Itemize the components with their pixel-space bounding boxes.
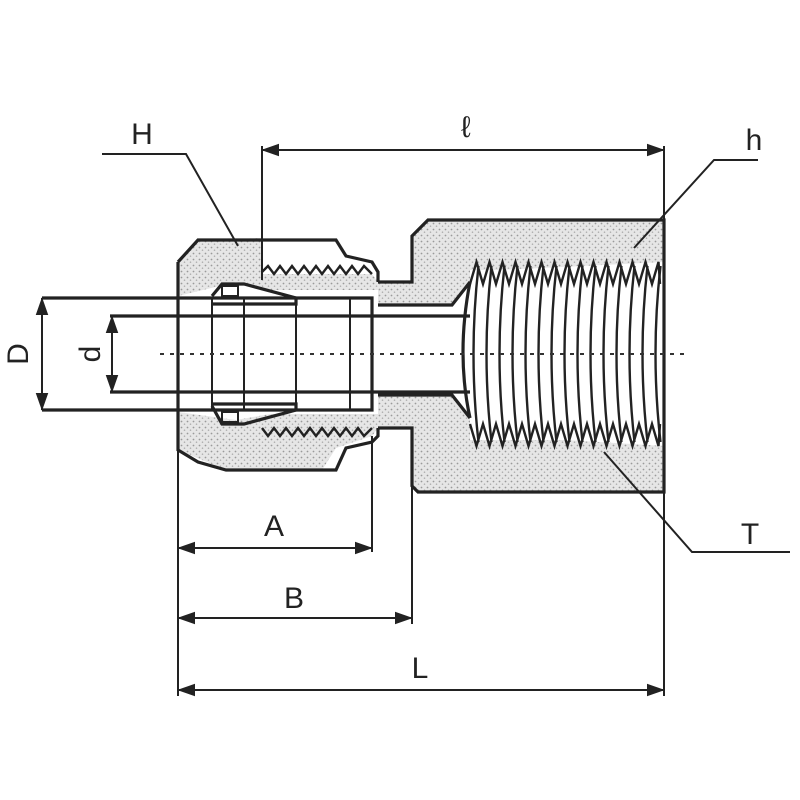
label-A: A	[264, 510, 284, 543]
dimension-A: A	[177, 436, 373, 696]
thread-crest-bottom	[468, 419, 662, 451]
body-upper-section	[378, 220, 664, 305]
thread-flank-1	[485, 265, 493, 443]
tube-inner-bore	[110, 314, 470, 394]
adapter-body	[378, 218, 666, 494]
body-bore	[378, 281, 472, 419]
ferrule-top-ring	[221, 285, 239, 297]
label-L: L	[412, 652, 429, 685]
ferrule-bottom	[210, 402, 298, 426]
dimension-d: d	[74, 315, 119, 393]
body-lower-section	[378, 395, 664, 492]
dimension-l: ℓ	[261, 111, 665, 280]
label-T: T	[741, 518, 759, 551]
dimension-L: L	[177, 492, 665, 697]
label-l: ℓ	[461, 111, 471, 144]
nut	[176, 238, 380, 472]
T-leader-line	[603, 451, 790, 553]
thread-flank-8	[576, 265, 584, 443]
nut-outline	[176, 238, 380, 472]
nut-lower-section	[178, 412, 378, 470]
label-h: h	[746, 124, 763, 157]
thread-flank-12	[628, 265, 636, 443]
ferrule-bottom-ring	[221, 411, 239, 423]
nut-upper-section	[178, 238, 378, 296]
nut-thread-top	[261, 264, 373, 276]
thread-crest-top	[468, 257, 662, 289]
label-H: H	[131, 118, 153, 151]
dimension-B: B	[177, 428, 413, 625]
thread-flank-5	[537, 265, 545, 443]
dimension-D: D	[2, 297, 49, 411]
H-leader-line	[102, 153, 239, 247]
label-D: D	[2, 343, 35, 365]
ferrule	[210, 282, 298, 426]
leader-H: H	[102, 118, 239, 247]
leader-h: h	[633, 124, 763, 249]
thread-flank-2	[498, 265, 506, 443]
leader-T: T	[603, 451, 790, 553]
thread-flank-14	[654, 265, 662, 443]
thread-flank-4	[524, 265, 532, 443]
h-leader-line	[633, 159, 758, 249]
thread-flank-7	[563, 265, 571, 443]
label-B: B	[284, 582, 304, 615]
label-d: d	[74, 346, 107, 363]
ferrule-top	[210, 282, 298, 306]
thread-flank-11	[615, 265, 623, 443]
thread-mouth	[461, 281, 472, 419]
nut-thread-bottom	[261, 426, 373, 438]
